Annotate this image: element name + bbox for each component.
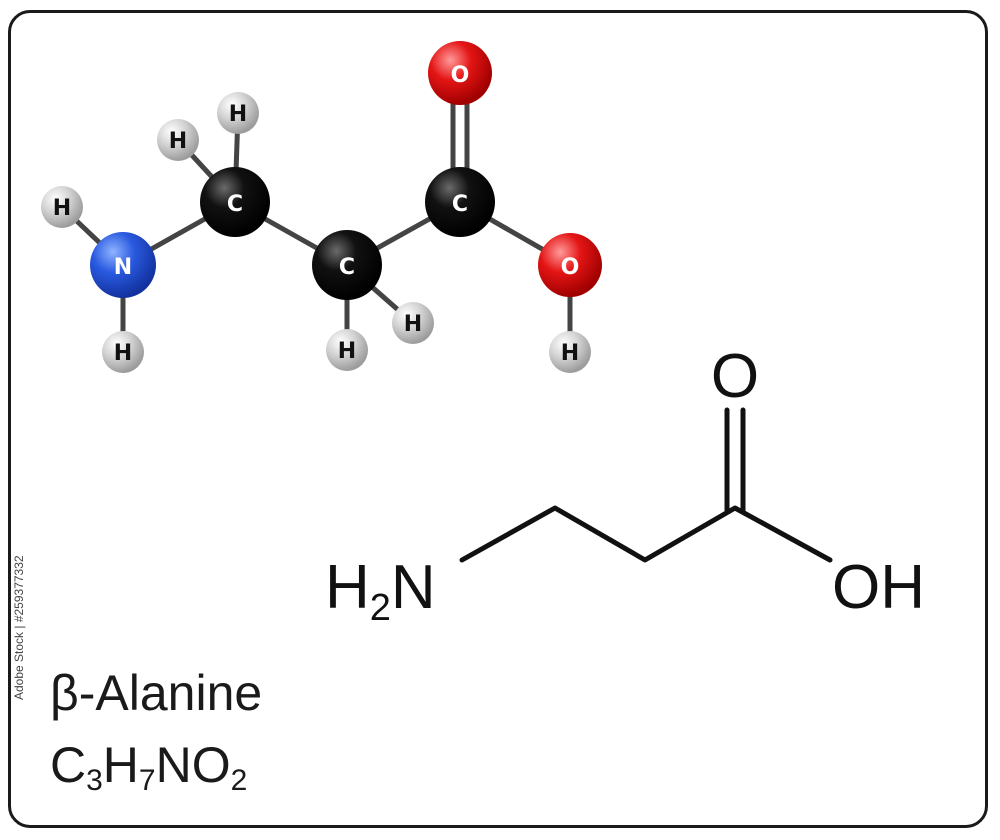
atom-label: C <box>339 255 355 280</box>
atom-label: C <box>452 192 468 217</box>
atom-label: N <box>114 255 132 280</box>
stock-credit: Adobe Stock | #259377332 <box>12 555 26 700</box>
atom-label: H <box>169 129 187 154</box>
formula-o-count: 2 <box>230 764 248 797</box>
atom-label: H <box>561 341 579 366</box>
hydrogen-atom: H <box>217 92 259 134</box>
oxygen-atom: O <box>428 41 492 105</box>
hydrogen-atom: H <box>392 302 434 344</box>
amine-n: N <box>391 553 436 622</box>
nitrogen-atom: N <box>90 232 156 298</box>
ball-stick-bonds <box>59 70 573 355</box>
molecular-formula: C3H7NO2 <box>50 737 247 796</box>
skeletal-chain <box>459 505 833 563</box>
formula-c: C <box>50 737 87 793</box>
atom-label: H <box>114 341 132 366</box>
atom-label: H <box>338 339 356 364</box>
hydrogen-atom: H <box>102 331 144 373</box>
hydrogen-atom: H <box>326 329 368 371</box>
hydrogen-atom: H <box>549 331 591 373</box>
hydrogen-atom: H <box>157 119 199 161</box>
skeletal-bonds <box>459 407 833 563</box>
atom-label: O <box>561 255 580 280</box>
formula-c-count: 3 <box>86 764 103 797</box>
amine-h: H <box>325 553 370 622</box>
atom-label: H <box>404 312 422 337</box>
formula-n: N <box>155 737 192 793</box>
atom-label: H <box>53 196 71 221</box>
atom-label: C <box>227 192 243 217</box>
carbon-atom: C <box>200 167 270 237</box>
formula-h: H <box>102 737 139 793</box>
skeletal-hydroxyl-label: OH <box>832 553 925 622</box>
skeletal-amine-label: H2N <box>325 553 436 629</box>
amine-subscript: 2 <box>370 587 391 629</box>
carbon-atom: C <box>312 230 382 300</box>
atom-label: H <box>229 102 247 127</box>
skeletal-formula: O OH H2N <box>325 342 925 629</box>
atom-label: O <box>451 63 470 88</box>
formula-h-count: 7 <box>138 764 156 797</box>
formula-o: O <box>191 737 231 793</box>
skeletal-oxygen-label: O <box>711 342 759 411</box>
compound-name: β-Alanine <box>50 665 263 721</box>
hydrogen-atom: H <box>41 186 83 228</box>
oxygen-atom: O <box>538 233 602 297</box>
carbon-atom: C <box>425 167 495 237</box>
